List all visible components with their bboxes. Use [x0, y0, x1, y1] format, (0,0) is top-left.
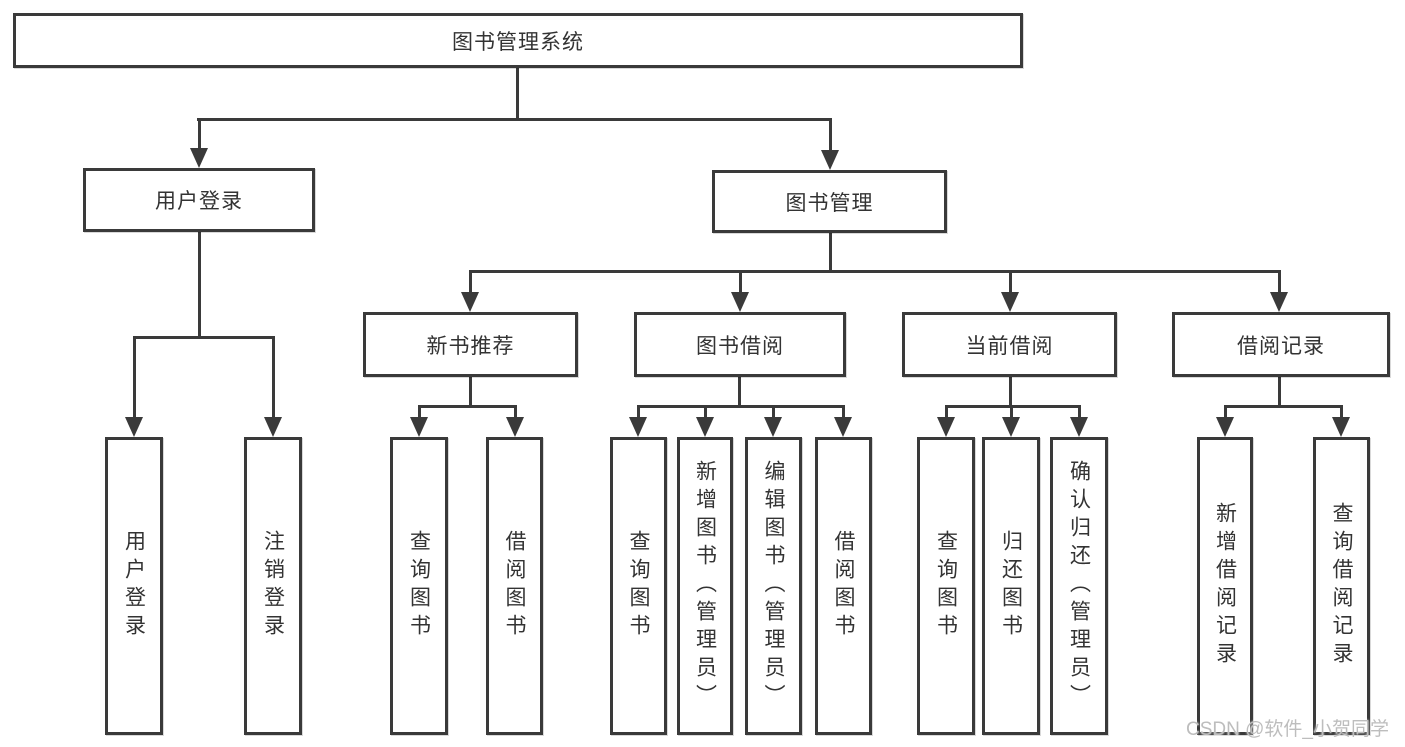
- leaf-add-borrow-record: 新增借阅记录: [1197, 437, 1253, 735]
- arrow-down-icon: [1216, 417, 1234, 437]
- leaf-query-books-3: 查询图书: [917, 437, 975, 735]
- connector-line: [1078, 405, 1081, 421]
- leaf-query-borrow-record: 查询借阅记录: [1313, 437, 1370, 735]
- connector-to-user-login: [198, 118, 201, 152]
- leaf-label: 新增图书（管理员）: [693, 460, 717, 712]
- arrow-down-icon: [1002, 417, 1020, 437]
- connector-line: [469, 270, 472, 294]
- node-new-book-recommend: 新书推荐: [363, 312, 578, 377]
- connector-stem: [1009, 375, 1012, 408]
- connector-level2-bar: [197, 118, 832, 121]
- connector-bar: [418, 405, 517, 408]
- node-root-label: 图书管理系统: [452, 30, 584, 54]
- node-label: 新书推荐: [426, 334, 515, 358]
- leaf-query-books-1: 查询图书: [390, 437, 448, 735]
- arrow-down-icon: [1001, 292, 1019, 312]
- connector-bar: [637, 405, 845, 408]
- leaf-label: 查询图书: [407, 530, 431, 642]
- connector-line: [772, 405, 775, 421]
- arrow-down-icon: [264, 417, 282, 437]
- leaf-label: 借阅图书: [832, 530, 855, 642]
- leaf-label: 查询图书: [627, 530, 650, 642]
- connector-line: [1340, 405, 1343, 421]
- arrow-down-icon: [461, 292, 479, 312]
- connector-line: [842, 405, 845, 421]
- leaf-label: 借阅图书: [503, 530, 526, 642]
- connector-line: [1224, 405, 1227, 421]
- connector-line: [272, 336, 275, 421]
- arrow-down-icon: [190, 148, 208, 168]
- csdn-watermark: CSDN @软件_小贺同学: [1186, 719, 1389, 740]
- connector-line: [1009, 270, 1012, 294]
- arrow-down-icon: [506, 417, 524, 437]
- leaf-label: 新增借阅记录: [1213, 502, 1237, 670]
- arrow-down-icon: [821, 150, 839, 170]
- connector-stem: [469, 375, 472, 408]
- connector-to-book-mgmt: [829, 118, 832, 152]
- connector-book-mgmt-stem: [829, 231, 832, 273]
- connector-line: [1010, 405, 1013, 421]
- connector-user-login-bar: [133, 336, 275, 339]
- node-label: 当前借阅: [965, 334, 1054, 358]
- arrow-down-icon: [937, 417, 955, 437]
- arrow-down-icon: [696, 417, 714, 437]
- arrow-down-icon: [834, 417, 852, 437]
- connector-line: [418, 405, 421, 421]
- arrow-down-icon: [1070, 417, 1088, 437]
- leaf-label: 编辑图书（管理员）: [762, 460, 785, 712]
- node-book-mgmt: 图书管理: [712, 170, 947, 233]
- connector-line: [1278, 270, 1281, 294]
- arrow-down-icon: [1270, 292, 1288, 312]
- leaf-borrow-books-2: 借阅图书: [815, 437, 872, 735]
- leaf-label: 用户登录: [122, 530, 146, 642]
- arrow-down-icon: [125, 417, 143, 437]
- connector-level3-bar: [469, 270, 1281, 273]
- connector-line: [133, 336, 136, 421]
- connector-line: [704, 405, 707, 421]
- leaf-label: 注销登录: [261, 530, 285, 642]
- connector-user-login-stem: [198, 230, 201, 339]
- connector-root-stem: [516, 66, 519, 121]
- leaf-label: 归还图书: [999, 530, 1023, 642]
- leaf-label: 查询图书: [934, 530, 958, 642]
- arrow-down-icon: [764, 417, 782, 437]
- node-book-borrow: 图书借阅: [634, 312, 846, 377]
- leaf-user-login: 用户登录: [105, 437, 163, 735]
- arrow-down-icon: [731, 292, 749, 312]
- node-user-login: 用户登录: [83, 168, 315, 232]
- node-root: 图书管理系统: [13, 13, 1023, 68]
- connector-bar: [945, 405, 1081, 408]
- connector-bar: [1224, 405, 1343, 408]
- leaf-return-books: 归还图书: [982, 437, 1040, 735]
- leaf-borrow-books-1: 借阅图书: [486, 437, 543, 735]
- connector-stem: [1278, 375, 1281, 408]
- leaf-query-books-2: 查询图书: [610, 437, 667, 735]
- leaf-logout: 注销登录: [244, 437, 302, 735]
- leaf-label: 查询借阅记录: [1330, 502, 1353, 670]
- connector-stem: [738, 375, 741, 408]
- connector-line: [945, 405, 948, 421]
- connector-line: [514, 405, 517, 421]
- leaf-label: 确认归还（管理员）: [1067, 460, 1091, 712]
- arrow-down-icon: [1332, 417, 1350, 437]
- leaf-add-books-admin: 新增图书（管理员）: [677, 437, 733, 735]
- node-label: 借阅记录: [1237, 334, 1325, 358]
- connector-line: [637, 405, 640, 421]
- node-label: 图书管理: [785, 191, 874, 215]
- node-borrow-records: 借阅记录: [1172, 312, 1390, 377]
- leaf-edit-books-admin: 编辑图书（管理员）: [745, 437, 802, 735]
- node-label: 图书借阅: [696, 334, 784, 358]
- arrow-down-icon: [629, 417, 647, 437]
- node-current-borrow: 当前借阅: [902, 312, 1117, 377]
- arrow-down-icon: [410, 417, 428, 437]
- connector-line: [739, 270, 742, 294]
- node-label: 用户登录: [155, 190, 243, 213]
- leaf-confirm-return-admin: 确认归还（管理员）: [1050, 437, 1108, 735]
